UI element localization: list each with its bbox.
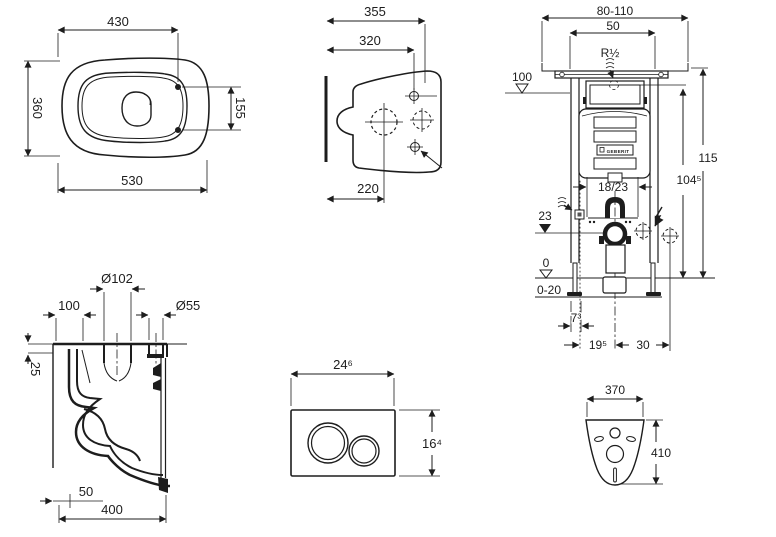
dim-gasket-height: 410 [619,419,671,485]
gasket-slot-bottom [613,467,617,483]
dim-530: 530 [57,160,208,194]
inlet-diameter-label: Ø55 [176,298,201,313]
hole-spacing-label: 155 [233,97,248,119]
pan-foot [158,477,168,493]
gasket-hole-center [605,444,625,464]
flush-plate [290,409,396,477]
dim-320: 320 [326,33,415,90]
rail-width-label: 50 [606,19,620,33]
gasket-slot-left [594,436,604,442]
pan-rear-outline [336,70,442,174]
pan-section-view: Ø102 100 Ø55 25 [24,271,200,523]
brand-plate [596,144,634,156]
fixing-hole [175,84,181,90]
level-zero-label: 0 [543,256,550,270]
floor-range-label: 0-20 [537,283,561,297]
gasket-outline [585,419,645,486]
total-height-label: 115 [698,151,717,165]
dim-104-5: 104⁵ [677,88,702,279]
level-marker-0: 0 0-20 [537,256,561,297]
pan-section-body [67,344,170,493]
level-top-label: 100 [512,70,532,84]
inlet-offset-label: 19⁵ [589,338,607,352]
seat-length-label: 430 [107,14,129,29]
pan-width-label: 360 [30,97,45,119]
pan-top-outline [61,57,210,159]
dim-plate-width: 24⁶ [290,357,395,406]
mounting-plane [28,342,187,468]
electrical-bolt-icon [654,206,664,227]
dim-depth: 400 [58,495,167,523]
fixing-pointer-arrow [420,150,443,169]
gasket-height-label: 410 [651,446,671,460]
rim-offset-label: 25 [28,362,43,376]
outlet-offset-label: 100 [58,298,80,313]
dim-360: 360 [24,60,60,157]
brand-label: GEBERIT [607,149,630,154]
top-rail [541,63,689,79]
outlet-height-label: 23 [538,209,552,223]
large-flush-button [307,422,349,464]
plate-height-label: 16⁴ [422,436,442,451]
fixing-hole [175,127,181,133]
dim-115: 115 [698,68,718,279]
outlet-hole [365,103,403,203]
fixing-hole-bottom [407,139,423,155]
dim-18-23: 18/23 [573,177,652,217]
total-length-label: 530 [121,173,143,188]
foot-offset-label: 7³ [571,311,582,325]
dim-80-110: 80-110 [541,2,689,62]
dim-430: 430 [57,14,179,82]
dim-30: 30 [615,338,670,352]
total-depth-label: 355 [364,4,386,19]
dim-155: 155 [182,86,248,131]
outlet-depth-label: 220 [357,181,379,196]
dim-50: 50 [569,17,656,69]
dim-inlet-diameter: Ø55 [136,298,200,340]
outlet-connector [599,221,631,294]
gasket-width-label: 370 [605,383,625,397]
small-flush-button [348,435,380,467]
level-marker-23: 23 [535,209,603,234]
brand-logo-icon [599,147,605,153]
cistern: GEBERIT [578,108,651,183]
fixing-offset-label: 30 [636,338,650,352]
outlet-diameter-label: Ø102 [101,271,133,286]
dim-outlet-offset: 100 [43,298,96,341]
flush-bend [588,197,638,224]
dim-trap-offset: 50 [40,484,103,508]
water-connection-symbol: R½ [601,46,620,90]
inlet-hole [410,108,434,132]
dim-19-5: 19⁵ [564,338,607,352]
gasket-slot-right [626,436,636,442]
access-box [583,80,647,109]
pan-top-view: 430 360 155 530 [24,14,248,194]
dim-gasket-width: 370 [586,383,644,417]
fixing-hole-top [405,88,437,104]
plate-width-label: 24⁶ [333,357,353,372]
dim-plate-height: 16⁴ [399,409,442,477]
pan-rear-view: 355 320 220 [324,4,443,203]
trap-offset-label: 50 [79,484,93,499]
flush-plate-view: 24⁶ 16⁴ [290,357,442,477]
bend-range-label: 18/23 [598,180,628,194]
dim-220: 220 [326,181,385,203]
dim-outlet-diameter: Ø102 [90,271,145,341]
dim-rim-offset: 25 [24,333,43,376]
hole-depth-label: 320 [359,33,381,48]
water-supply-connection [557,180,585,352]
wall-distance-label: 80-110 [597,4,634,18]
wall-fixing-points [634,222,679,351]
depth-label: 400 [101,502,123,517]
level-marker-100: 100 [505,70,570,94]
dim-355: 355 [326,4,426,83]
dim-7-3: 7³ [558,301,594,332]
flush-height-label: 104⁵ [677,173,702,187]
gasket-hole-top [609,427,621,439]
water-connection-label: R½ [601,46,620,60]
insulation-gasket-view: 370 410 [585,383,671,486]
installation-frame-view: GEBERIT [505,2,718,352]
